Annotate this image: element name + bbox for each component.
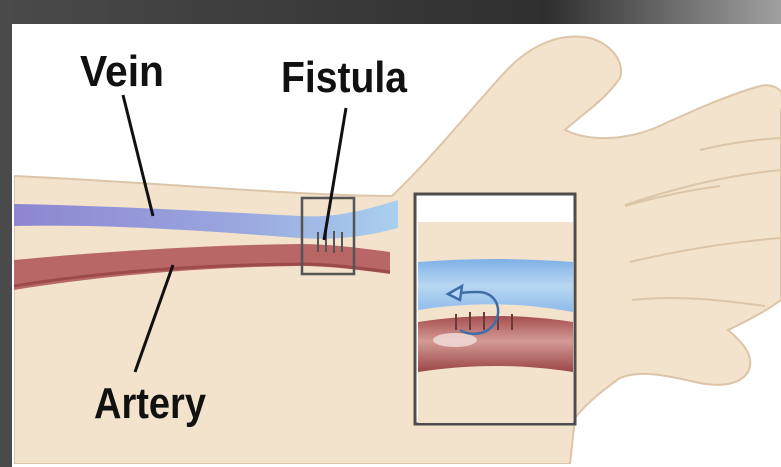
artery-label: Artery	[94, 379, 206, 428]
fistula-label: Fistula	[281, 53, 407, 102]
zoom-vein	[418, 259, 573, 312]
zoom-callout	[415, 194, 575, 424]
vein-label: Vein	[80, 47, 164, 96]
